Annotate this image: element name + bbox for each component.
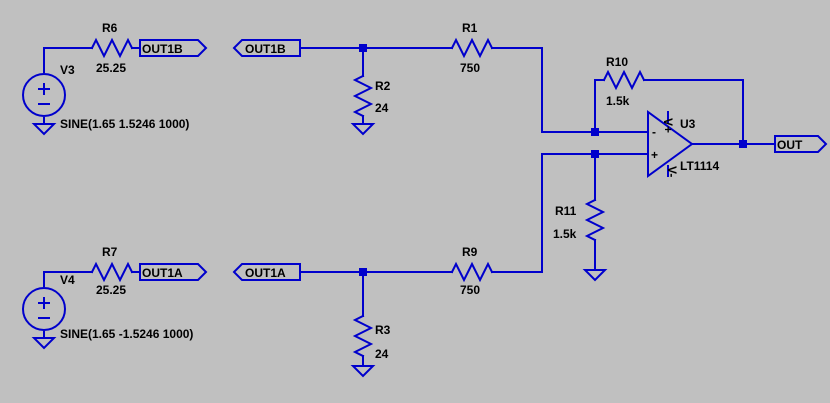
net-flag-out1b-src[interactable] (139, 39, 208, 57)
resistor-r1-value: 750 (460, 61, 480, 75)
source-v3-value: SINE(1.65 1.5246 1000) (60, 117, 189, 131)
resistor-r3[interactable] (352, 314, 374, 358)
net-label-out1a-src: OUT1A (142, 266, 183, 280)
resistor-r9-label: R9 (462, 245, 478, 259)
source-v4[interactable] (22, 271, 66, 350)
resistor-r1-label: R1 (462, 21, 478, 35)
resistor-r11-value: 1.5k (553, 227, 577, 241)
source-v4-label: V4 (60, 273, 75, 287)
opamp-u3[interactable] (647, 110, 694, 178)
net-label-out1a-in: OUT1A (245, 266, 286, 280)
ground-icon (31, 123, 57, 136)
ground-icon (350, 123, 376, 136)
opamp-u3-part: LT1114 (680, 159, 719, 173)
source-v4-symbol (22, 287, 66, 331)
opamp-u3-label: U3 (680, 117, 696, 131)
ground-icon (350, 365, 376, 378)
net-flag-out[interactable] (774, 135, 828, 153)
junction-dot (739, 140, 747, 148)
resistor-r6-value: 25.25 (96, 61, 126, 75)
opamp-symbol (647, 110, 694, 178)
ground-icon (582, 269, 608, 282)
net-label-out1b-src: OUT1B (142, 42, 183, 56)
resistor-r3-value: 24 (375, 347, 389, 361)
resistor-r10-value: 1.5k (606, 94, 630, 108)
net-label-out1b-in: OUT1B (245, 42, 286, 56)
resistor-r2-value: 24 (375, 101, 389, 115)
resistor-r2-label: R2 (375, 79, 391, 93)
resistor-r1[interactable] (450, 37, 494, 59)
resistor-r10[interactable] (602, 69, 646, 91)
resistor-r11[interactable] (584, 198, 606, 242)
source-v3-symbol (22, 73, 66, 117)
resistor-r10-label: R10 (606, 55, 628, 69)
source-v3-label: V3 (60, 63, 75, 77)
resistor-r7[interactable] (90, 261, 134, 283)
opamp-plus-pin-label: + (651, 148, 658, 162)
opamp-vplus-label: V+ (661, 118, 675, 133)
resistor-r2[interactable] (352, 74, 374, 118)
net-flag-out1a-src[interactable] (139, 263, 208, 281)
source-v4-value: SINE(1.65 -1.5246 1000) (60, 327, 193, 341)
resistor-r6[interactable] (90, 37, 134, 59)
opamp-vminus-label: V- (665, 166, 679, 177)
resistor-r3-label: R3 (375, 323, 391, 337)
resistor-r7-label: R7 (102, 245, 118, 259)
resistor-r9[interactable] (450, 261, 494, 283)
resistor-r6-label: R6 (102, 21, 118, 35)
opamp-minus-pin-label: - (652, 125, 656, 139)
resistor-r9-value: 750 (460, 283, 480, 297)
resistor-r7-value: 25.25 (96, 283, 126, 297)
resistor-r11-label: R11 (555, 204, 577, 218)
net-label-out: OUT (777, 138, 803, 152)
ground-icon (31, 337, 57, 350)
source-v3[interactable] (22, 47, 66, 136)
